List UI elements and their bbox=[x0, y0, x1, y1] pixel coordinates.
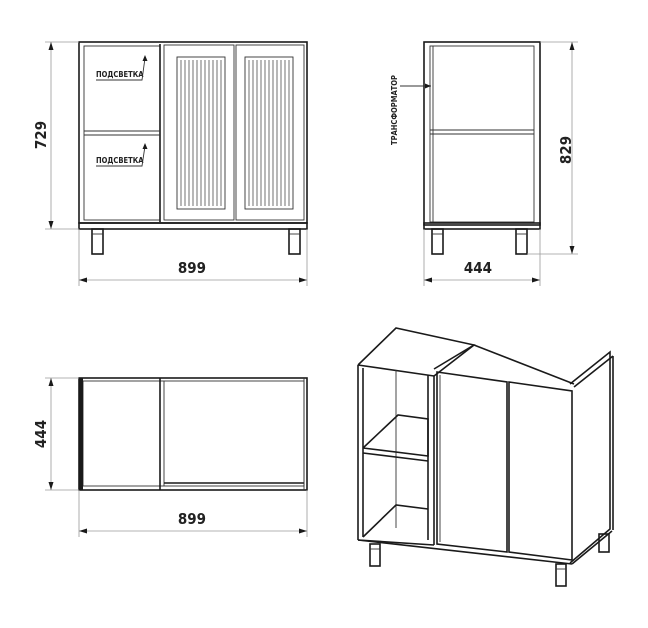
iso-base-side bbox=[571, 530, 613, 565]
front-view: ПОДСВЕТКА ПОДСВЕТКА 729 899 bbox=[32, 41, 308, 286]
side-depth-dimension: 444 bbox=[423, 229, 541, 286]
front-width-dimension: 899 bbox=[78, 229, 308, 286]
iso-door-left bbox=[436, 371, 508, 553]
isometric-view bbox=[357, 327, 614, 587]
front-leg-right bbox=[288, 228, 301, 255]
front-height-label: 729 bbox=[32, 121, 50, 149]
front-door-left-flutes bbox=[180, 60, 222, 206]
front-door-left-panel bbox=[176, 56, 226, 210]
front-plinth bbox=[78, 222, 308, 230]
side-plinth bbox=[423, 222, 541, 230]
transformer-arrowhead bbox=[425, 83, 431, 89]
iso-middle-shelf bbox=[362, 414, 429, 457]
side-leg-left bbox=[431, 228, 444, 255]
top-width-label: 899 bbox=[178, 510, 206, 528]
iso-leg-front-left bbox=[369, 543, 381, 567]
top-view: 444 899 bbox=[32, 377, 308, 537]
side-depth-label: 444 bbox=[464, 259, 492, 277]
light-arrowhead-bottom bbox=[142, 143, 148, 149]
transformer-label: ТРАНСФОРМАТОР bbox=[390, 75, 399, 145]
front-door-right-panel bbox=[244, 56, 294, 210]
light-label-top: ПОДСВЕТКА bbox=[96, 70, 144, 79]
iso-leg-front-right bbox=[555, 563, 567, 587]
side-height-label: 829 bbox=[557, 136, 575, 164]
top-width-dimension: 899 bbox=[78, 490, 308, 537]
front-door-right bbox=[235, 44, 305, 221]
iso-cabinet-side bbox=[569, 350, 611, 564]
light-arrow-bottom bbox=[96, 145, 146, 167]
top-depth-label: 444 bbox=[32, 420, 50, 448]
top-left-panel bbox=[79, 378, 83, 490]
front-door-left bbox=[163, 44, 235, 221]
iso-leg-back-right bbox=[598, 533, 610, 553]
iso-door-right bbox=[508, 381, 573, 561]
side-cabinet-outline bbox=[423, 41, 541, 226]
front-leg-left bbox=[91, 228, 104, 255]
iso-cabinet-side-top bbox=[573, 355, 614, 388]
top-inner-outline bbox=[82, 380, 305, 487]
iso-middle-shelf-front bbox=[362, 452, 429, 462]
iso-base-front bbox=[357, 539, 573, 565]
iso-shelf-top bbox=[357, 327, 476, 377]
front-door-right-flutes bbox=[248, 60, 290, 206]
light-label-bottom: ПОДСВЕТКА bbox=[96, 156, 144, 165]
iso-cabinet-top-edge bbox=[433, 344, 575, 385]
top-depth-dimension: 444 bbox=[32, 377, 79, 491]
top-cabinet-outline bbox=[78, 377, 308, 491]
side-leg-right bbox=[515, 228, 528, 255]
light-arrowhead-top bbox=[142, 55, 148, 61]
front-height-dimension: 729 bbox=[32, 41, 79, 230]
front-width-label: 899 bbox=[178, 259, 206, 277]
side-height-dimension: 829 bbox=[527, 41, 578, 255]
light-arrow-top bbox=[96, 57, 146, 81]
side-view: ТРАНСФОРМАТОР 829 444 bbox=[390, 41, 578, 286]
iso-shelf-bottom bbox=[362, 504, 429, 538]
